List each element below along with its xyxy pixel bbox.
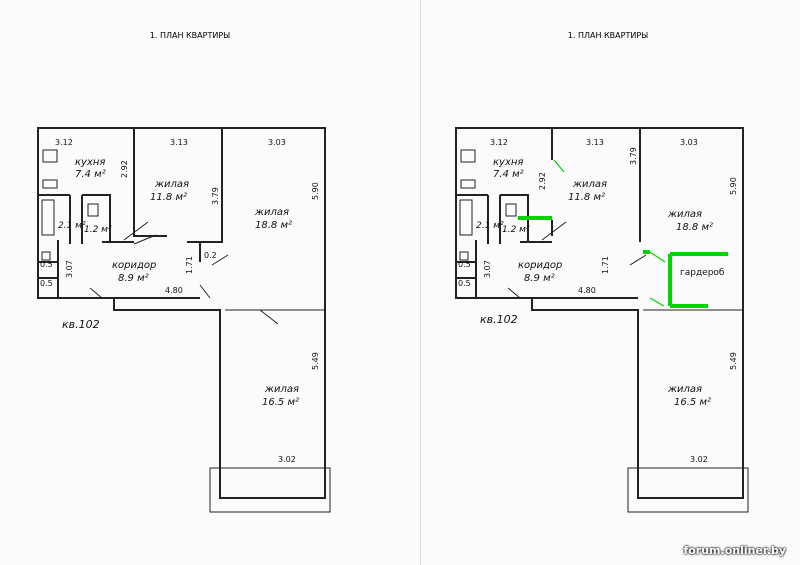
doors [89, 221, 279, 325]
dim-1-71-right: 1.71 [601, 256, 610, 274]
dim-3-03-right: 3.03 [680, 138, 698, 147]
living3-area: 16.5 м² [262, 397, 299, 408]
new-walls [518, 216, 728, 308]
corridor-name-right: коридор [518, 260, 562, 271]
fixtures-right [459, 149, 517, 261]
sheet-title-right: 1. ПЛАН КВАРТИРЫ [568, 31, 648, 40]
dim-0-5-a-right: 0.5 [458, 260, 471, 269]
living3-name-right: жилая [667, 384, 702, 395]
apartment-label-right: кв.102 [480, 313, 518, 326]
walls [37, 127, 326, 499]
living2-area-right: 18.8 м² [676, 222, 713, 233]
watermark: forum.onliner.by [683, 544, 786, 557]
living1-name-right: жилая [572, 179, 607, 190]
right-sheet [420, 0, 800, 565]
balcony-right [627, 467, 749, 513]
dim-3-12-right: 3.12 [490, 138, 508, 147]
dim-3-12: 3.12 [55, 138, 73, 147]
corridor-name: коридор [112, 260, 156, 271]
dim-3-79: 3.79 [211, 187, 220, 205]
dim-3-02: 3.02 [278, 455, 296, 464]
dim-3-07-right: 3.07 [483, 260, 492, 278]
balcony [209, 467, 331, 513]
kitchen-name-right: кухня [493, 157, 523, 168]
dim-5-49-right: 5.49 [729, 352, 738, 370]
wc-area-right: 1.2 м² [502, 225, 530, 235]
dim-5-90-right: 5.90 [729, 177, 738, 195]
dim-2-92: 2.92 [120, 160, 129, 178]
living1-area-right: 11.8 м² [568, 192, 605, 203]
dim-3-07: 3.07 [65, 260, 74, 278]
dim-0-2: 0.2 [204, 251, 217, 260]
dim-0-5-a: 0.5 [40, 260, 53, 269]
living2-area: 18.8 м² [255, 220, 292, 231]
apartment-label: кв.102 [62, 318, 100, 331]
walls-right [455, 127, 744, 499]
kitchen-area: 7.4 м² [75, 169, 106, 180]
living1-name: жилая [154, 179, 189, 190]
dim-3-13-right: 3.13 [586, 138, 604, 147]
fixtures [41, 149, 99, 261]
dim-3-02-right: 3.02 [690, 455, 708, 464]
dim-4-80-right: 4.80 [578, 286, 596, 295]
living2-name-right: жилая [667, 209, 702, 220]
dim-0-5-b-right: 0.5 [458, 279, 471, 288]
sheet-title: 1. ПЛАН КВАРТИРЫ [150, 31, 230, 40]
dim-1-71: 1.71 [185, 256, 194, 274]
wc-area: 1.2 м² [84, 225, 112, 235]
dim-4-80: 4.80 [165, 286, 183, 295]
corridor-area: 8.9 м² [118, 273, 149, 284]
living2-name: жилая [254, 207, 289, 218]
dim-3-79-right: 3.79 [629, 147, 638, 165]
dim-3-03: 3.03 [268, 138, 286, 147]
living3-name: жилая [264, 384, 299, 395]
dim-0-5-b: 0.5 [40, 279, 53, 288]
living3-area-right: 16.5 м² [674, 397, 711, 408]
dim-5-49: 5.49 [311, 352, 320, 370]
kitchen-name: кухня [75, 157, 105, 168]
new-doors [553, 159, 666, 307]
bath-area: 2.1 м² [58, 221, 86, 231]
doors-right [507, 221, 647, 299]
living1-area: 11.8 м² [150, 192, 187, 203]
kitchen-area-right: 7.4 м² [493, 169, 524, 180]
bath-area-right: 2.1 м² [476, 221, 504, 231]
corridor-area-right: 8.9 м² [524, 273, 555, 284]
plan-modified: 1. ПЛАН КВАРТИРЫ [455, 31, 749, 513]
wardrobe-label: гардероб [680, 268, 725, 278]
plan-original: 1. ПЛАН КВАРТИРЫ [37, 31, 331, 513]
dim-2-92-right: 2.92 [538, 172, 547, 190]
dim-3-13: 3.13 [170, 138, 188, 147]
dim-5-90: 5.90 [311, 182, 320, 200]
